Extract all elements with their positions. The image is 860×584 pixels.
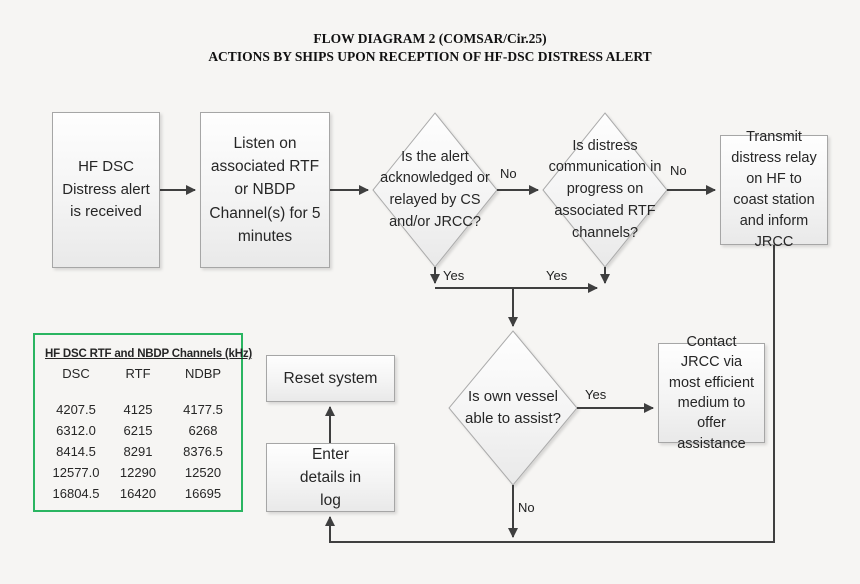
table-cell: 6215: [123, 423, 153, 438]
decision-own-vessel: Is own vessel able to assist?: [452, 380, 574, 436]
node-contact-jrcc-label: Contact JRCC via most efficient medium t…: [668, 334, 755, 452]
label-yes-decision1: Yes: [443, 268, 465, 283]
column-header-rtf: RTF: [125, 366, 151, 381]
node-listen-rtf-nbdp: Listen on associated RTF or NBDP Channel…: [200, 112, 330, 268]
decision-distress-communication-label: Is distress communication in progress on…: [548, 137, 662, 241]
node-reset-system-label: Reset system: [283, 369, 378, 387]
table-cell: 12290: [119, 465, 157, 480]
table-cell: 4125: [123, 402, 153, 417]
decision-distress-communication: Is distress communication in progress on…: [544, 134, 666, 246]
diagram-title: FLOW DIAGRAM 2 (COMSAR/Cir.25) ACTIONS B…: [0, 30, 860, 66]
frequency-table-title: HF DSC RTF and NBDP Channels (kHz): [45, 348, 253, 360]
decision-alert-acknowledged: Is the alert acknowledged or relayed by …: [374, 138, 496, 242]
table-cell: 16695: [184, 486, 222, 501]
table-cell: 16420: [119, 486, 157, 501]
label-no-decision3: No: [518, 500, 535, 515]
frequency-table: DSC RTF NDBP 4207.5 4125 4177.5 6312.0 6…: [45, 363, 235, 504]
frequency-table-panel: HF DSC RTF and NBDP Channels (kHz) DSC R…: [33, 333, 253, 512]
table-cell: 8414.5: [56, 444, 96, 459]
node-enter-details-log: Enter details in log: [266, 443, 395, 512]
node-enter-details-log-label: Enter details in log: [299, 445, 362, 510]
connector-transmit-to-enter-log: [325, 245, 775, 543]
label-yes-decision2: Yes: [546, 268, 568, 283]
decision-own-vessel-label: Is own vessel able to assist?: [465, 387, 561, 428]
table-cell: 6268: [188, 423, 218, 438]
label-no-decision1: No: [500, 166, 517, 181]
table-spacer: [45, 384, 237, 399]
table-cell: 6312.0: [56, 423, 96, 438]
node-distress-alert-received-label: HF DSC Distress alert is received: [62, 158, 150, 221]
node-listen-rtf-nbdp-label: Listen on associated RTF or NBDP Channel…: [209, 134, 321, 245]
column-header-ndbp: NDBP: [184, 366, 222, 381]
node-contact-jrcc: Contact JRCC via most efficient medium t…: [658, 334, 765, 452]
table-cell: 12577.0: [52, 465, 100, 480]
table-cell: 8291: [123, 444, 153, 459]
table-cell: 8376.5: [183, 444, 223, 459]
label-yes-decision3: Yes: [585, 387, 607, 402]
table-cell: 12520: [184, 465, 222, 480]
table-cell: 4207.5: [56, 402, 96, 417]
diagram-title-line2: ACTIONS BY SHIPS UPON RECEPTION OF HF-DS…: [208, 49, 652, 65]
table-cell: 4177.5: [183, 402, 223, 417]
decision-alert-acknowledged-label: Is the alert acknowledged or relayed by …: [380, 148, 490, 230]
label-no-decision2: No: [670, 163, 687, 178]
node-distress-alert-received: HF DSC Distress alert is received: [52, 112, 160, 268]
node-reset-system: Reset system: [266, 355, 395, 402]
diagram-title-line1: FLOW DIAGRAM 2 (COMSAR/Cir.25): [313, 31, 547, 46]
table-cell: 16804.5: [52, 486, 100, 501]
column-header-dsc: DSC: [62, 366, 90, 381]
node-transmit-distress-relay-label: Transmit distress relay on HF to coast s…: [731, 128, 817, 251]
node-transmit-distress-relay: Transmit distress relay on HF to coast s…: [720, 129, 828, 250]
